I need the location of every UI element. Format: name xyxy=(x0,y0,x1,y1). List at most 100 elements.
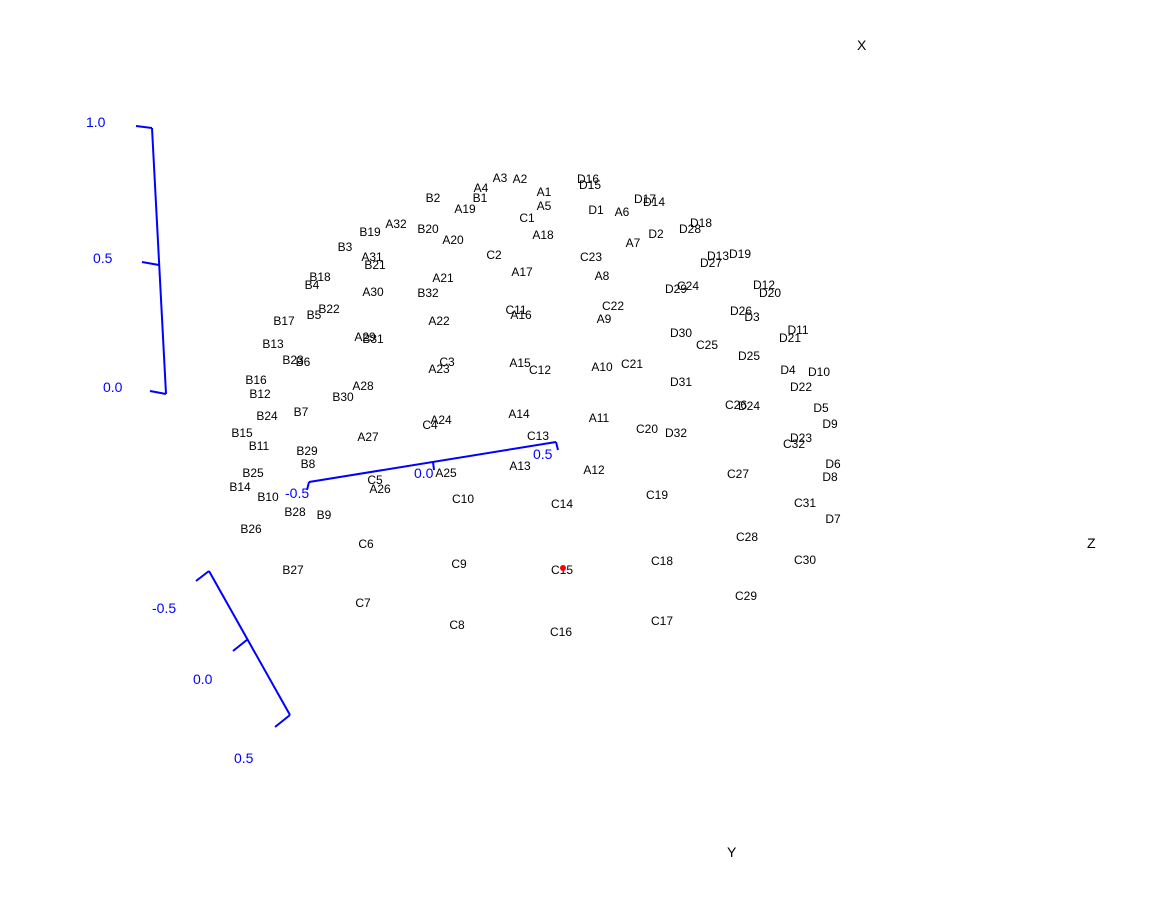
electrode-label: C19 xyxy=(646,488,668,502)
electrode-label: C10 xyxy=(452,492,474,506)
electrode-label: A11 xyxy=(589,411,610,425)
electrode-label: C11 xyxy=(505,303,526,317)
electrode-label: B25 xyxy=(242,466,264,480)
electrode-label: D8 xyxy=(822,470,838,484)
electrode-label: C26 xyxy=(725,398,747,412)
electrode-label: B13 xyxy=(262,337,284,351)
horizontal-tick-label: 0.5 xyxy=(533,446,553,462)
electrode-label: A24 xyxy=(430,413,452,427)
electrode-label: A6 xyxy=(615,205,630,219)
electrode-label: A32 xyxy=(385,217,407,231)
electrode-label: B24 xyxy=(256,409,278,423)
electrode-label: C3 xyxy=(439,355,455,369)
electrode-label: B26 xyxy=(240,522,262,536)
electrode-label: D17 xyxy=(634,192,656,206)
electrode-label: C23 xyxy=(580,250,602,264)
vertical-tick-label: 0.0 xyxy=(103,379,123,395)
electrode-label: C22 xyxy=(602,299,624,313)
electrode-label: A18 xyxy=(532,228,554,242)
electrode-label: A22 xyxy=(428,314,450,328)
electrode-label: D12 xyxy=(753,278,775,292)
electrode-label: A21 xyxy=(432,271,454,285)
y-axis-label: Y xyxy=(727,844,737,860)
electrode-label: A1 xyxy=(537,185,552,199)
electrode-label: C8 xyxy=(449,618,465,632)
electrode-label: A10 xyxy=(591,360,613,374)
electrode-label: D3 xyxy=(744,310,760,324)
electrode-label: A19 xyxy=(454,202,476,216)
electrode-label: B3 xyxy=(338,240,353,254)
electrode-label: C2 xyxy=(486,248,502,262)
electrode-label: D25 xyxy=(738,349,760,363)
electrode-label: B5 xyxy=(307,308,322,322)
x-axis-label: X xyxy=(857,37,867,53)
electrode-label: A25 xyxy=(435,466,457,480)
electrode-label: A17 xyxy=(511,265,533,279)
electrode-label: A8 xyxy=(595,269,610,283)
horizontal-scale-bar xyxy=(306,441,559,491)
electrode-label: D26 xyxy=(730,304,752,318)
electrode-label: D6 xyxy=(825,457,841,471)
electrode-label: C13 xyxy=(527,429,549,443)
z-axis-label: Z xyxy=(1087,535,1096,551)
electrode-label: C14 xyxy=(551,497,573,511)
electrode-label: B22 xyxy=(318,302,340,316)
electrode-label: A23 xyxy=(428,362,450,376)
electrode-label: D5 xyxy=(813,401,829,415)
electrode-label: B11 xyxy=(249,439,270,453)
electrode-label: C1 xyxy=(519,211,535,225)
electrode-label: B15 xyxy=(231,426,253,440)
electrode-label: B19 xyxy=(359,225,381,239)
electrode-label: C16 xyxy=(550,625,572,639)
electrode-label: C31 xyxy=(794,496,816,510)
electrode-label: D7 xyxy=(825,512,841,526)
electrode-label: D32 xyxy=(665,426,687,440)
electrode-label: B23 xyxy=(282,353,304,367)
electrode-label: D29 xyxy=(665,282,687,296)
depth-tick-label: -0.5 xyxy=(152,600,176,616)
electrode-label: A30 xyxy=(362,285,384,299)
electrode-label: A29 xyxy=(354,330,376,344)
electrode-label: A28 xyxy=(352,379,374,393)
electrode-label: B18 xyxy=(309,270,331,284)
electrode-label: B20 xyxy=(417,222,439,236)
electrode-label: B10 xyxy=(257,490,279,504)
electrode-label: C21 xyxy=(621,357,643,371)
electrode-label: B17 xyxy=(273,314,295,328)
electrode-label: C25 xyxy=(696,338,718,352)
electrode-label: C4 xyxy=(422,418,438,432)
electrode-label: B29 xyxy=(296,444,318,458)
electrode-label: A26 xyxy=(369,482,391,496)
electrode-label: C6 xyxy=(358,537,374,551)
electrode-label: A13 xyxy=(509,459,531,473)
electrode-label: B27 xyxy=(282,563,304,577)
electrode-label: B7 xyxy=(294,405,309,419)
electrode-label: B2 xyxy=(426,191,441,205)
vertical-tick-label: 1.0 xyxy=(86,114,106,130)
electrode-label: B12 xyxy=(249,387,271,401)
electrode-label: D19 xyxy=(729,247,751,261)
electrode-label: A7 xyxy=(626,236,641,250)
electrode-label: D28 xyxy=(679,222,701,236)
electrode-label: B21 xyxy=(364,258,386,272)
electrode-label: C17 xyxy=(651,614,673,628)
horizontal-tick-label: 0.0 xyxy=(414,465,434,481)
electrode-label: A14 xyxy=(508,407,530,421)
electrode-label: B1 xyxy=(473,191,488,205)
electrode-label: D18 xyxy=(690,216,712,230)
electrode-label: C12 xyxy=(529,363,551,377)
electrode-label: A20 xyxy=(442,233,464,247)
electrode-label: C18 xyxy=(651,554,673,568)
electrode-label: D16 xyxy=(577,172,599,186)
electrode-label: C7 xyxy=(355,596,371,610)
depth-scale-bar xyxy=(195,570,291,728)
electrode-label: B14 xyxy=(229,480,251,494)
electrode-label: C9 xyxy=(451,557,467,571)
electrode-label: C5 xyxy=(367,473,383,487)
electrode-label: A16 xyxy=(510,308,532,322)
electrode-label: D30 xyxy=(670,326,692,340)
electrode-label: B6 xyxy=(296,355,311,369)
electrode-label: A5 xyxy=(537,199,552,213)
electrode-label: D20 xyxy=(759,286,781,300)
